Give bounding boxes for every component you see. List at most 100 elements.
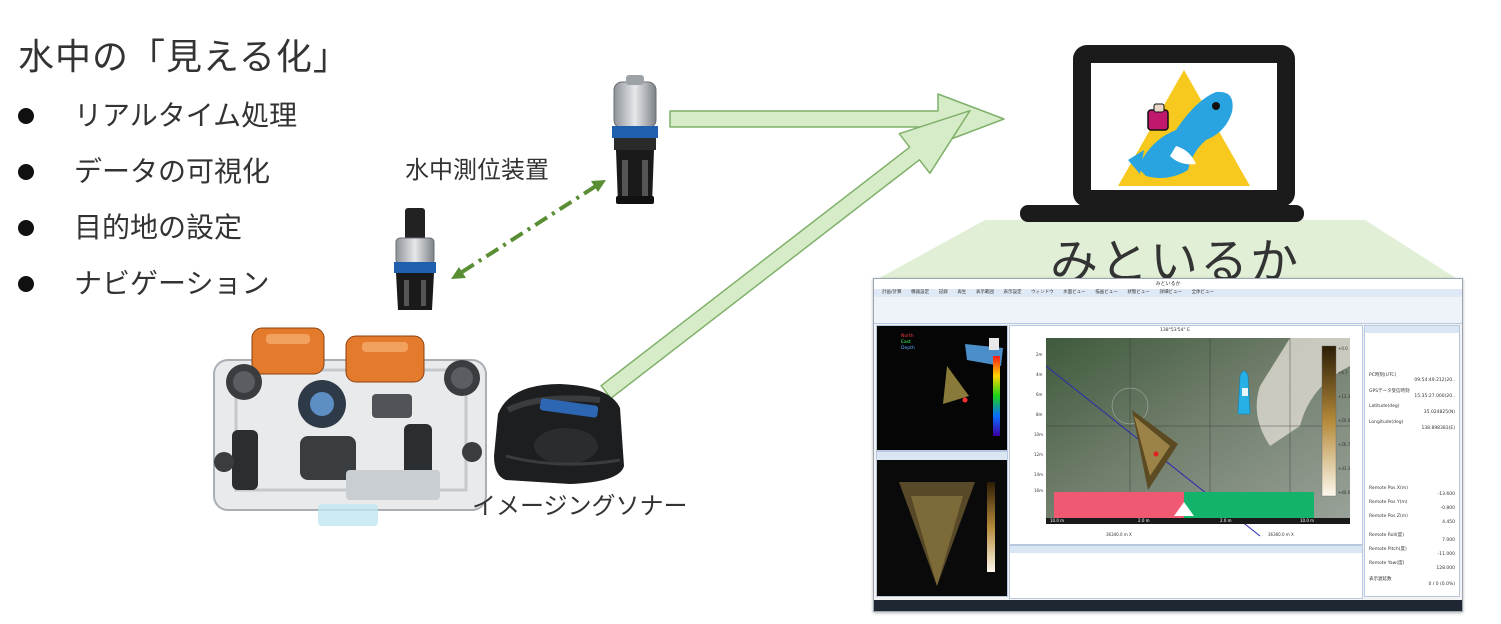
panel-3d-view: North East Depth [876,325,1008,451]
scale-tick: +20.0 [1338,418,1351,423]
data-arrow-usbl [669,93,1005,145]
prop-label: GPSデータ受信時刻 [1369,389,1410,394]
zoom-highlight [872,220,1462,282]
scale-tick: +13.3 [1338,394,1351,399]
depth-tick: 4m [1036,372,1043,377]
prop-label: Latitude(deg) [1369,404,1400,409]
feature-label: データの可視化 [74,155,271,188]
range-label: 10.0 m [1050,518,1065,523]
depth-tick: 14m [1034,472,1043,477]
feature-item: リアルタイム処理 [18,88,297,144]
panel-map-view: 138°53'54" E 2m [1009,325,1363,545]
app-screenshot: みといるか 計画/計算 機器設定 記録 再生 表示範囲 表示設定 ウィンドウ 水… [873,278,1463,612]
range-label: 2.0 m [1138,518,1150,523]
scale-tick: +40.0 [1338,490,1351,495]
feature-item: 目的地の設定 [18,200,297,256]
prop-value: 0 / 0 (0.0%) [1428,582,1455,587]
prop-value: 7.000 [1442,538,1455,543]
imaging-sonar-label: イメージングソナー [472,492,688,520]
map-coord-bottom-right: 36360.0 m X [1268,532,1294,537]
prop-label: Remote Pos Z(m) [1369,514,1408,519]
depth-tick: 2m [1036,352,1043,357]
panel-header [1010,546,1362,553]
map-coord-bottom-left: 36340.0 m X [1106,532,1132,537]
depth-tick: 16m [1034,488,1043,493]
bullet-dot-icon [18,108,34,124]
prop-label: Remote Pos X(m) [1369,486,1408,491]
positioning-device-label: 水中測位装置 [405,156,549,184]
range-label: 10.0 m [1300,518,1315,523]
menu-item[interactable]: 水面ビュー [1063,290,1086,295]
usbl-beacon-icon [394,208,436,310]
feature-item: ナビゲーション [18,256,297,312]
prop-value: -11.000 [1437,552,1455,557]
panel-properties: PC時刻(UTC) 09:54:49.212(20.. GPSデータ受信時刻 1… [1364,325,1460,597]
range-label: 2.0 m [1220,518,1232,523]
depth-tick: 10m [1034,432,1043,437]
dolphin-logo-icon [1118,70,1250,186]
prop-value: 4.450 [1442,520,1455,525]
menu-item[interactable]: 表示範囲 [975,290,994,295]
feature-label: 目的地の設定 [74,211,243,244]
panel-sonar-view [876,451,1008,597]
taskbar [874,600,1462,611]
sonar-icon [494,384,624,484]
heading: 水中の「見える化」 [18,37,350,78]
prop-value: -0.800 [1440,506,1455,511]
legend-east: East [901,340,911,345]
menu-item[interactable]: 表示設定 [1003,290,1022,295]
prop-value: 09:54:49.212(20.. [1414,378,1455,383]
window-title: みといるか [1155,281,1181,287]
feature-item: データの可視化 [18,144,297,200]
rov-icon [213,327,487,526]
menu-item[interactable]: 詳細ビュー [1159,290,1182,295]
prop-value: 128.000 [1436,566,1455,571]
prop-label: Longitude(deg) [1369,420,1404,425]
bullet-dot-icon [18,220,34,236]
scale-tick: +6.7 [1338,370,1348,375]
scale-tick: +33.3 [1338,466,1351,471]
prop-label: Remote Yaw(度) [1369,561,1405,566]
panel-waypoint-table [1009,545,1363,599]
feature-label: ナビゲーション [74,267,270,300]
panel-header [1365,326,1459,333]
view3d-graphics [943,338,1003,436]
menu-item[interactable]: 描画ビュー [1095,290,1118,295]
feature-label: リアルタイム処理 [74,99,298,132]
prop-label: Remote Pitch(度) [1369,547,1407,552]
data-arrow-sonar [600,109,971,400]
prop-label: Remote Pos Y(m) [1369,500,1408,505]
map-graphics [1045,338,1350,537]
prop-value: -13.600 [1437,492,1455,497]
menu-item[interactable]: 機器設定 [911,290,930,295]
prop-label: Remote Roll(度) [1369,533,1404,538]
menu-item[interactable]: ウィンドウ [1031,290,1054,295]
depth-tick: 12m [1034,452,1043,457]
scale-tick: +0.0 [1338,346,1348,351]
scale-tick: +26.7 [1338,442,1351,447]
legend-depth: Depth [901,346,915,351]
prop-value: 138.898383(E) [1421,426,1455,431]
prop-label: 表示遅延数 [1369,577,1392,582]
legend-north: North [901,334,914,339]
depth-tick: 8m [1036,412,1043,417]
acoustic-link-arrow [451,180,606,279]
sonar-view-graphics [877,452,1007,586]
menu-item[interactable]: 記録 [938,290,948,295]
map-coord-top: 138°53'54" E [1160,328,1190,333]
depth-tick: 6m [1036,392,1043,397]
menu-item[interactable]: 再生 [957,290,967,295]
feature-list: リアルタイム処理 データの可視化 目的地の設定 ナビゲーション [18,88,297,312]
bullet-dot-icon [18,164,34,180]
menu-item[interactable]: 状態ビュー [1127,290,1150,295]
usbl-transceiver-icon [612,75,658,204]
prop-value: 15:35:27.000(20.. [1414,394,1455,399]
ribbon-toolbar [874,297,1462,324]
menu-item[interactable]: 計画/計算 [882,290,902,295]
bullet-dot-icon [18,276,34,292]
prop-value: 35.024825(N) [1423,410,1455,415]
prop-label: PC時刻(UTC) [1369,373,1397,378]
menu-item[interactable]: 全体ビュー [1191,290,1215,295]
